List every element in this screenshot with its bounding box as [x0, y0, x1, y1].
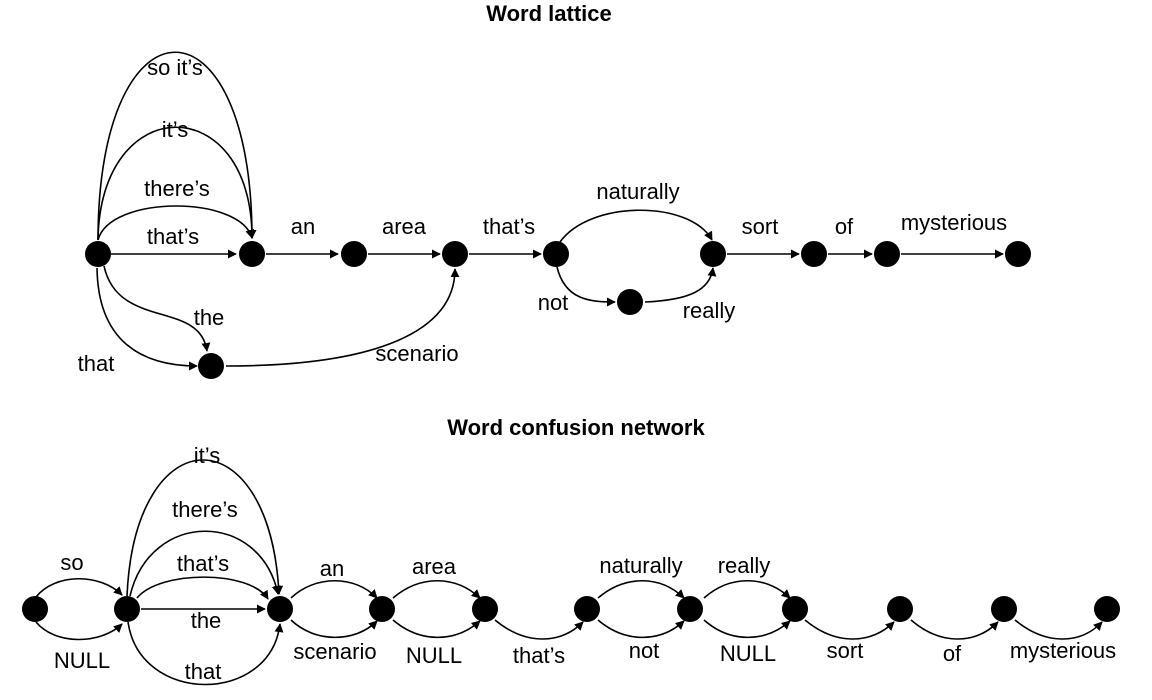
wcn-edge-so — [35, 578, 123, 598]
wcn-edge-null1 — [35, 621, 123, 641]
wcn-node — [677, 596, 703, 622]
wcn-label-theres: there’s — [172, 497, 238, 522]
wcn-edge-of — [910, 619, 999, 640]
wcn-edge-naturally — [597, 580, 685, 599]
lattice-node — [874, 241, 900, 267]
wcn-edge-thats2 — [494, 619, 584, 640]
lattice-node — [543, 241, 569, 267]
lattice-label-scenario: scenario — [375, 341, 458, 366]
lattice-node — [442, 241, 468, 267]
wcn-label-thats: that’s — [177, 551, 229, 576]
wcn-edge-its — [126, 459, 284, 597]
wcn-label-really: really — [718, 553, 771, 578]
lattice-edge-not — [556, 266, 616, 307]
wcn-node — [472, 596, 498, 622]
wcn-edge-null3 — [703, 619, 791, 639]
lattice-node — [700, 241, 726, 267]
lattice-edge-theres — [97, 205, 255, 241]
wcn-edge-null2 — [392, 619, 481, 639]
lattice-label-really: really — [683, 298, 736, 323]
wcn-label-not: not — [629, 638, 660, 663]
lattice-edge-that — [96, 267, 198, 371]
lattice-label-its: it’s — [162, 117, 189, 142]
lattice-label-of: of — [835, 214, 854, 239]
wcn-node — [887, 596, 913, 622]
wcn-edge-really — [703, 580, 791, 599]
wcn-label-of: of — [943, 641, 962, 666]
lattice-nodes — [85, 241, 1031, 379]
lattice-label-that: that — [78, 351, 115, 376]
confusion-nodes — [22, 596, 1120, 622]
wcn-node — [369, 596, 395, 622]
wcn-label-mysterious: mysterious — [1010, 638, 1116, 663]
lattice-node — [617, 289, 643, 315]
wcn-label-null1: NULL — [54, 648, 110, 673]
lattice-edge-its — [97, 126, 257, 241]
lattice-edge-naturally — [559, 209, 713, 243]
lattice-node — [801, 241, 827, 267]
wcn-edge-an — [290, 580, 378, 599]
lattice-label-theres: there’s — [144, 176, 210, 201]
confusion-title: Word confusion network — [447, 415, 705, 440]
lattice-label-mysterious: mysterious — [901, 210, 1007, 235]
wcn-node — [1094, 596, 1120, 622]
lattice-label-the: the — [194, 305, 225, 330]
lattice-label-an: an — [291, 214, 315, 239]
wcn-edge-scenario — [290, 619, 378, 639]
lattice-edges — [96, 51, 1004, 371]
lattice-edge-the — [103, 265, 211, 352]
confusion-labels: so NULL it’s there’s that’s the that an … — [54, 443, 1116, 684]
wcn-label-null3: NULL — [720, 641, 776, 666]
wcn-node — [574, 596, 600, 622]
lattice-node — [1005, 241, 1031, 267]
confusion-edges — [35, 459, 1103, 686]
lattice-label-naturally: naturally — [596, 179, 679, 204]
wcn-label-so: so — [60, 550, 83, 575]
wcn-node — [114, 596, 140, 622]
wcn-label-scenario: scenario — [293, 639, 376, 664]
lattice-node — [239, 241, 265, 267]
wcn-label-naturally: naturally — [599, 553, 682, 578]
lattice-label-sort: sort — [742, 214, 779, 239]
lattice-edge-really — [644, 267, 717, 303]
lattice-label-thats: that’s — [147, 224, 199, 249]
wcn-label-that: that — [185, 659, 222, 684]
wcn-edge-area — [392, 580, 481, 599]
lattice-label-area: area — [382, 214, 427, 239]
lattice-edge-scenario — [225, 268, 460, 367]
lattice-label-thats2: that’s — [483, 214, 535, 239]
lattice-labels: so it’s it’s there’s that’s an area that… — [78, 55, 1008, 376]
wcn-label-an: an — [320, 556, 344, 581]
lattice-edge-so-its — [97, 51, 257, 241]
wcn-label-the: the — [191, 608, 222, 633]
lattice-label-not: not — [538, 290, 569, 315]
wcn-node — [991, 596, 1017, 622]
wcn-edge-sort — [804, 619, 895, 640]
wcn-edge-theres — [129, 530, 281, 597]
wcn-label-its: it’s — [194, 443, 221, 468]
wcn-label-thats2: that’s — [513, 643, 565, 668]
wcn-node — [782, 596, 808, 622]
wcn-node — [267, 596, 293, 622]
wcn-label-sort: sort — [827, 638, 864, 663]
wcn-label-null2: NULL — [406, 643, 462, 668]
lattice-node — [198, 353, 224, 379]
wcn-label-area: area — [412, 554, 457, 579]
wcn-edge-mysterious — [1014, 619, 1103, 640]
lattice-node — [85, 241, 111, 267]
wcn-edge-not — [597, 619, 685, 639]
lattice-title: Word lattice — [486, 1, 612, 26]
wcn-edge-that — [127, 621, 284, 686]
lattice-label-so-its: so it’s — [147, 55, 203, 80]
wcn-node — [22, 596, 48, 622]
lattice-node — [341, 241, 367, 267]
wcn-edge-thats — [136, 576, 269, 600]
